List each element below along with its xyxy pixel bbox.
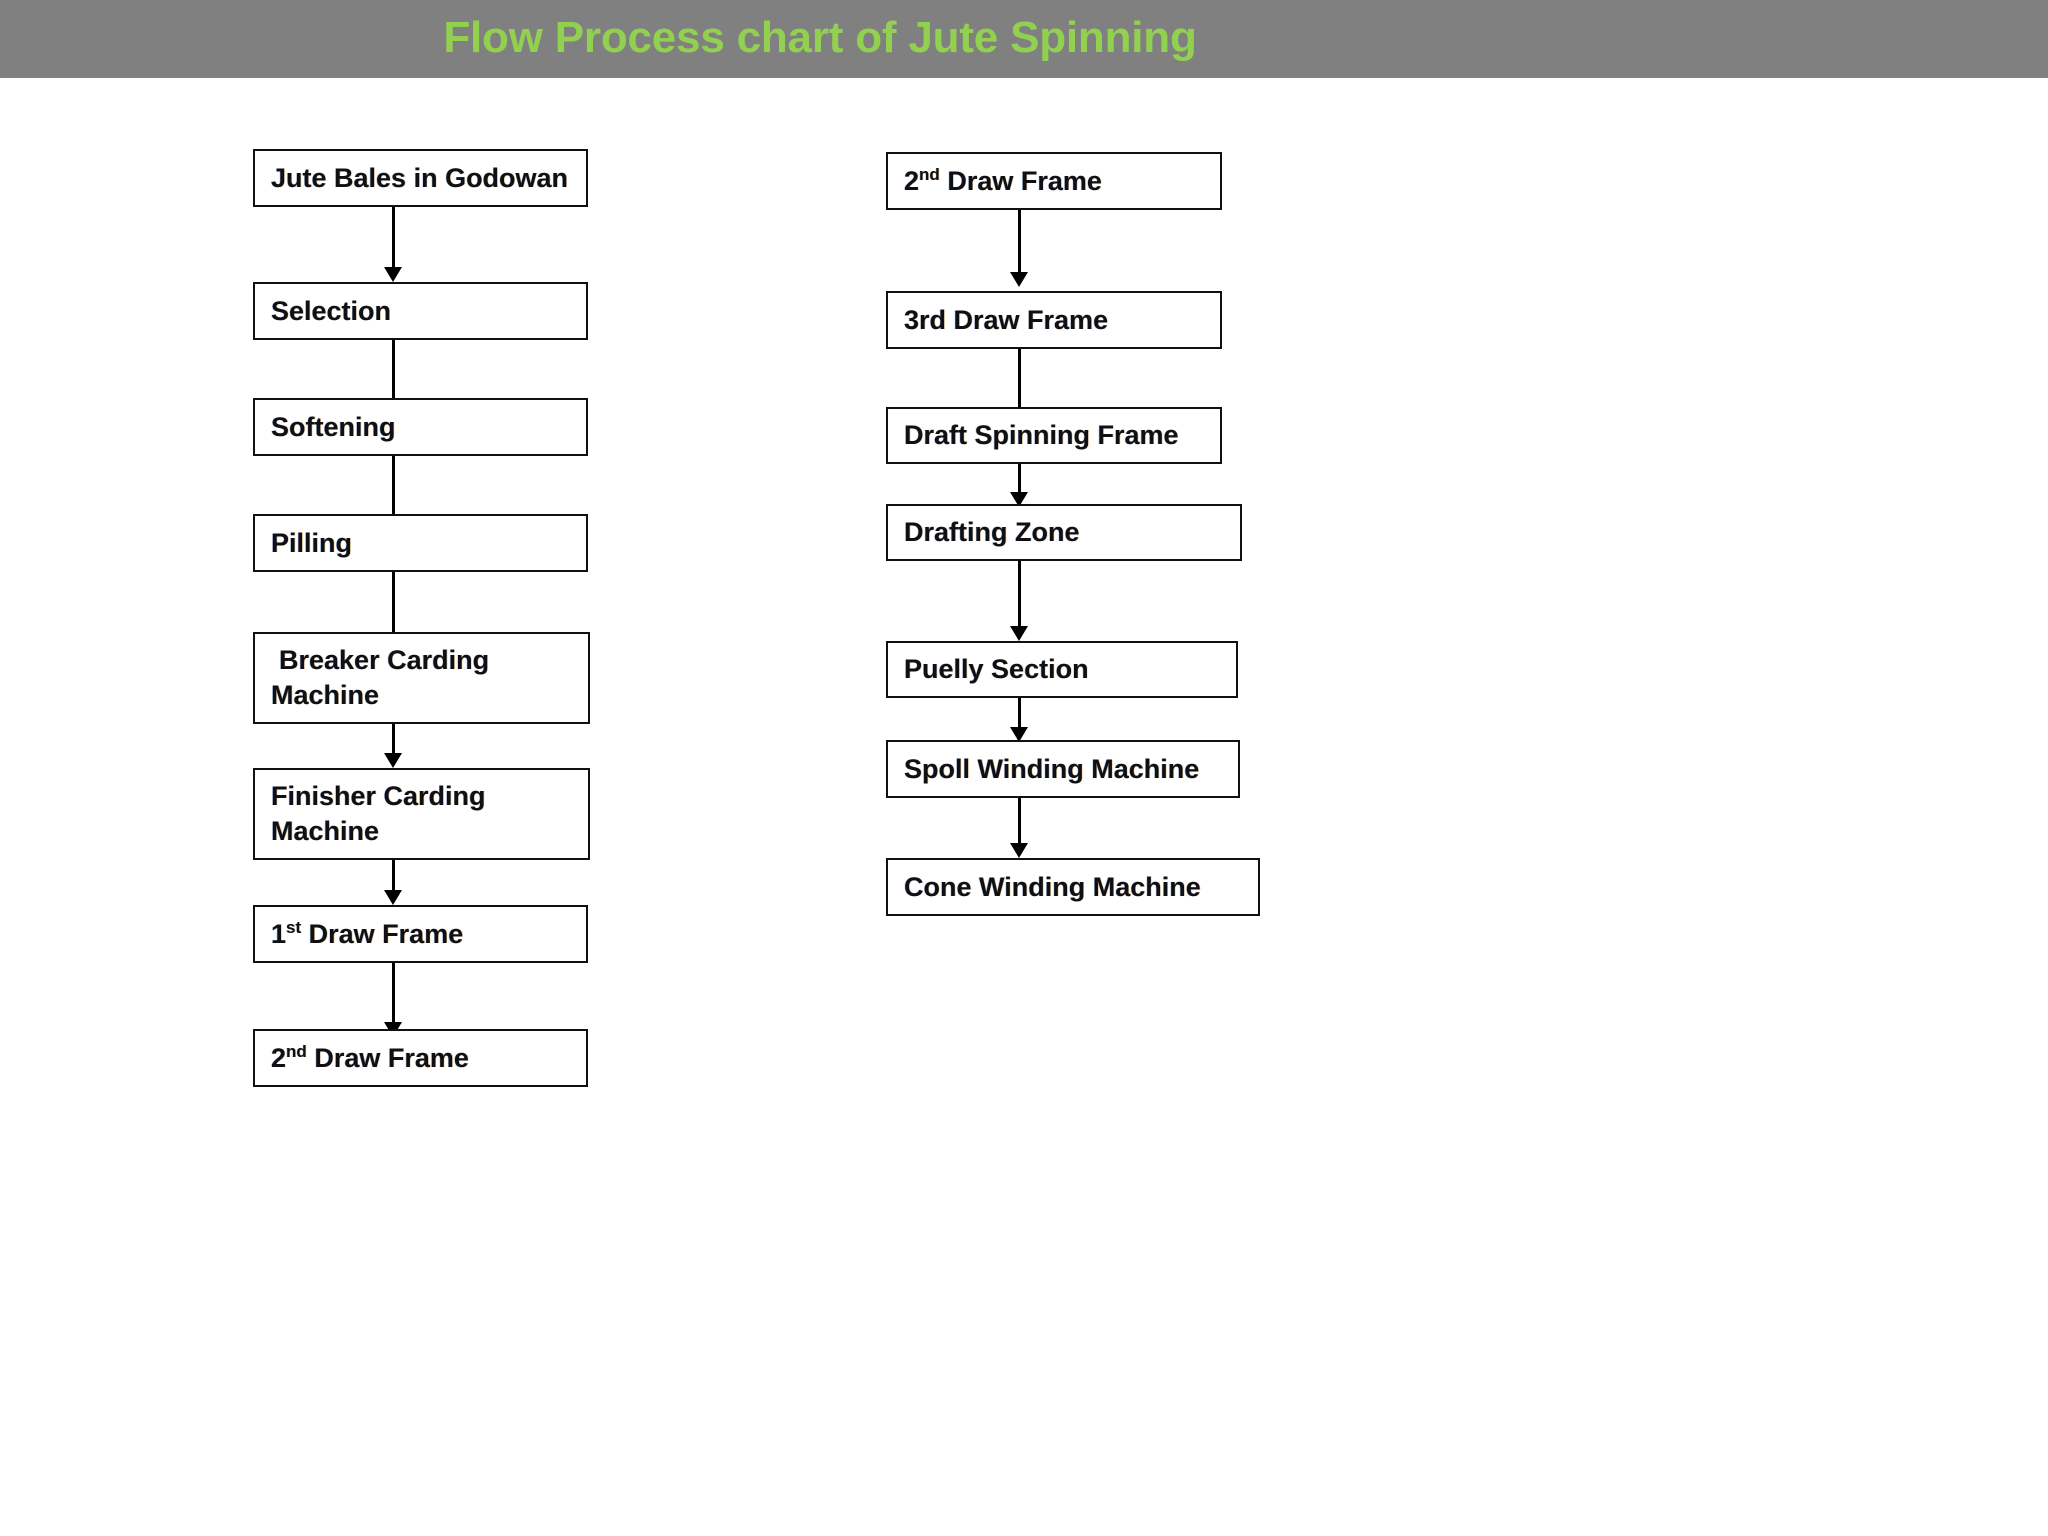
flow-node-breaker-carding-machine[interactable]: Breaker Carding Machine	[253, 632, 590, 724]
title-bar: Flow Process chart of Jute Spinning	[0, 0, 2048, 78]
flow-node-label: Drafting Zone	[904, 517, 1080, 547]
flow-node-selection[interactable]: Selection	[253, 282, 588, 340]
flow-node-ordinal-number: 2	[904, 165, 920, 196]
flow-node-ordinal-suffix: st	[286, 917, 302, 937]
flow-node-label-line-1: Finisher Carding	[271, 781, 486, 811]
flow-node-label: Selection	[271, 295, 392, 326]
flow-node-label: Cone Winding Machine	[904, 871, 1201, 902]
flow-node-puelly-section[interactable]: Puelly Section	[886, 641, 1238, 698]
flow-node-label: Draft Spinning Frame	[904, 420, 1179, 450]
flow-node-label: Jute Bales in Godowan	[271, 162, 569, 193]
flow-node-jute-bales-in-godowan[interactable]: Jute Bales in Godowan	[253, 149, 588, 207]
flow-node-label-line-2: Machine	[271, 816, 380, 846]
flow-node-finisher-carding-machine[interactable]: Finisher Carding Machine	[253, 768, 590, 860]
flow-node-label: Softening	[271, 411, 396, 442]
flow-node-ordinal-number: 1	[271, 918, 287, 949]
flow-node-spoll-winding-machine[interactable]: Spoll Winding Machine	[886, 740, 1240, 798]
flow-node-ordinal-suffix: nd	[919, 164, 940, 184]
flow-node-third-draw-frame[interactable]: 3rd Draw Frame	[886, 291, 1222, 349]
flow-node-label-line-2: Machine	[271, 680, 380, 710]
flow-node-second-draw-frame-right[interactable]: 2nd Draw Frame	[886, 152, 1222, 210]
page-title: Flow Process chart of Jute Spinning	[443, 13, 1197, 62]
flow-node-cone-winding-machine[interactable]: Cone Winding Machine	[886, 858, 1260, 916]
flow-node-label-text: Draw Frame	[306, 1042, 469, 1073]
flow-node-label: Pilling	[271, 527, 352, 558]
flow-node-ordinal-number: 2	[271, 1042, 287, 1073]
flow-node-pilling[interactable]: Pilling	[253, 514, 588, 572]
flow-node-label: 2nd Draw Frame	[255, 1041, 586, 1076]
flow-node-label-text: Draw Frame	[301, 918, 464, 949]
flow-node-second-draw-frame[interactable]: 2nd Draw Frame	[253, 1029, 588, 1087]
flow-node-drafting-zone[interactable]: Drafting Zone	[886, 504, 1242, 561]
flow-node-label: 1st Draw Frame	[255, 917, 586, 952]
flow-node-label: 3rd Draw Frame	[904, 304, 1109, 335]
flow-node-draft-spinning-frame[interactable]: Draft Spinning Frame	[886, 407, 1222, 464]
flow-node-label-text: Draw Frame	[939, 165, 1102, 196]
flow-node-ordinal-suffix: nd	[286, 1041, 307, 1061]
flow-node-first-draw-frame[interactable]: 1st Draw Frame	[253, 905, 588, 963]
flow-node-label: 2nd Draw Frame	[888, 164, 1220, 199]
flow-node-label: Spoll Winding Machine	[904, 753, 1200, 784]
flowchart-canvas: Jute Bales in Godowan Selection Softenin…	[0, 78, 2048, 1536]
flow-node-softening[interactable]: Softening	[253, 398, 588, 456]
flow-node-label: Puelly Section	[904, 654, 1089, 684]
flow-node-label-line-1: Breaker Carding	[279, 645, 490, 675]
